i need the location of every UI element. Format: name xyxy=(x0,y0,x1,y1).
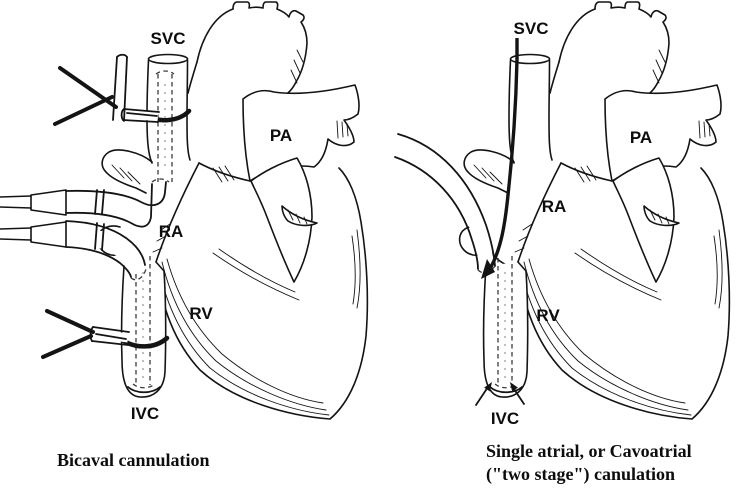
ivc-flow-arrows xyxy=(475,382,525,406)
ivc-snare xyxy=(41,309,130,359)
cannulation-diagram-svg: SVC PA RA RV IVC xyxy=(0,1,731,428)
svc-cannula-tip-dashed xyxy=(155,70,175,182)
rv-label-left: RV xyxy=(189,304,213,323)
ra-label-left: RA xyxy=(159,222,184,241)
arrowhead-ivc-right xyxy=(510,382,518,392)
cavoatrial-diagram: SVC PA RA RV IVC xyxy=(393,1,731,428)
y-connector-fitting-upper xyxy=(30,189,67,216)
y-connector-cannulas xyxy=(0,178,170,281)
svc-insertion-arrow xyxy=(481,38,519,279)
caption-bicaval: Bicaval cannulation xyxy=(57,450,210,470)
bicaval-diagram: SVC PA RA RV IVC xyxy=(0,1,369,423)
svc-cannula xyxy=(65,178,170,228)
arrowhead-into-ra xyxy=(481,259,495,279)
pa-label-right: PA xyxy=(630,128,652,147)
rv-label-right: RV xyxy=(536,306,560,325)
caption-cavoatrial: Single atrial, or Cavoatrial ("two stage… xyxy=(486,440,692,486)
ivc-cannula xyxy=(65,220,147,281)
ivc-label-right: IVC xyxy=(491,409,519,428)
caption-cavoatrial-line2: ("two stage") canulation xyxy=(486,464,675,484)
heart-right xyxy=(458,1,731,420)
svc-label-left: SVC xyxy=(151,29,186,48)
y-connector-fitting-lower xyxy=(30,221,67,248)
pa-label-left: PA xyxy=(270,126,292,145)
caption-cavoatrial-line1: Single atrial, or Cavoatrial xyxy=(486,441,692,461)
ivc-label-left: IVC xyxy=(131,404,159,423)
ra-label-right: RA xyxy=(542,197,567,216)
svc-snare xyxy=(53,53,160,126)
arrowhead-ivc-left xyxy=(484,382,492,392)
two-stage-cannula xyxy=(393,133,496,274)
svc-label-right: SVC xyxy=(514,19,549,38)
